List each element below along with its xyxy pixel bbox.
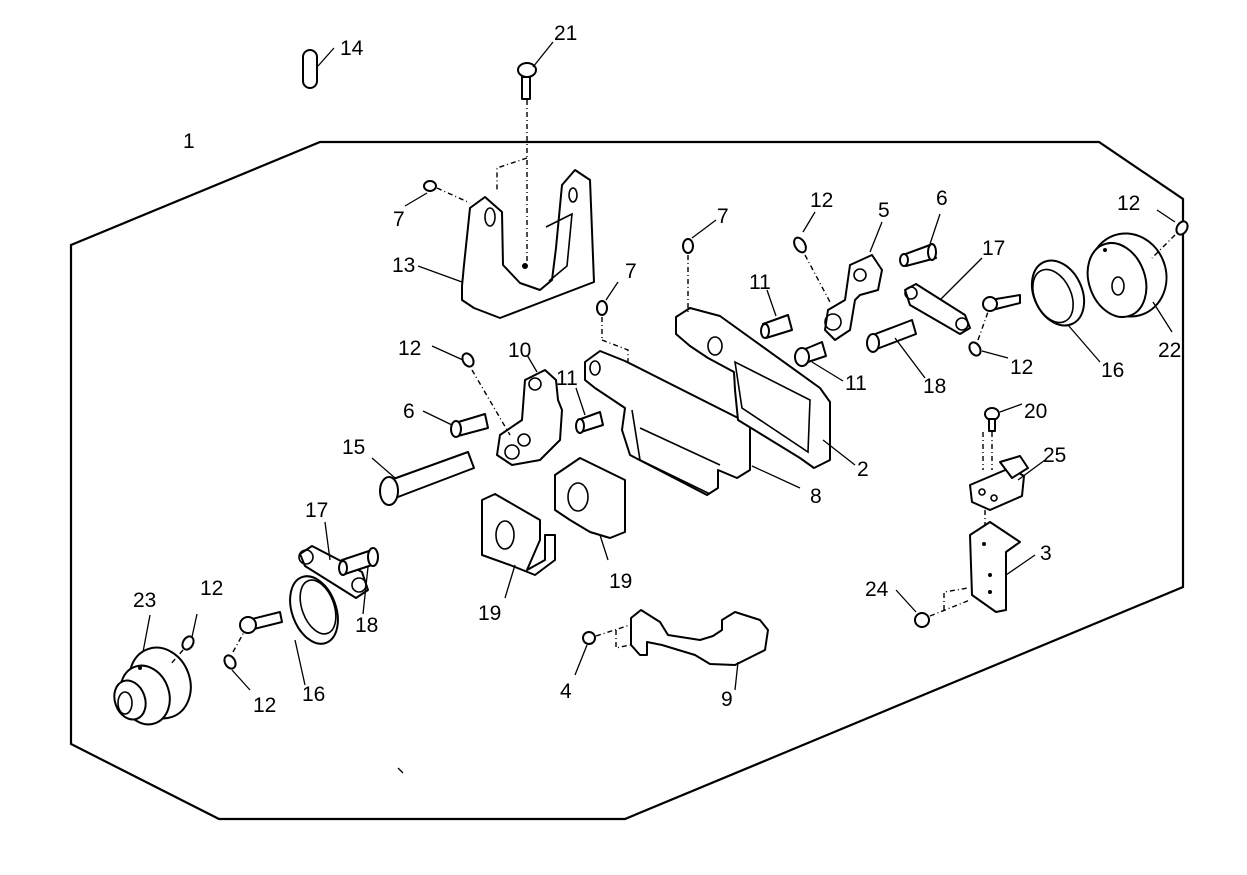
label-1: 1 (183, 130, 195, 153)
part-16-eccentric-ring-left (223, 575, 339, 691)
label-14: 14 (340, 37, 364, 60)
label-22: 22 (1158, 339, 1181, 362)
label-16-left: 16 (302, 683, 325, 706)
part-18-pin-right (866, 319, 926, 379)
part-17-link-right (904, 257, 983, 335)
part-20-screw (982, 403, 1023, 470)
part-8-front-bracket-frame (584, 281, 801, 496)
part-16-eccentric-ring-right (968, 259, 1101, 363)
label-4: 4 (560, 680, 572, 703)
part-23-eccentric-cam (113, 613, 198, 726)
label-15: 15 (342, 436, 365, 459)
part-9-guide-arm (630, 609, 769, 691)
part-labels: 1 2 3 4 5 6 6 7 7 7 8 9 10 11 11 11 12 1… (133, 22, 1181, 717)
label-11-left: 11 (556, 367, 578, 390)
label-3: 3 (1040, 542, 1052, 565)
label-12-ring-left: 12 (253, 694, 276, 717)
label-7-front: 7 (625, 260, 637, 283)
label-19-right: 19 (609, 570, 632, 593)
part-5-crank-block (793, 211, 883, 341)
label-11-right: 11 (845, 372, 867, 395)
label-12-crank-right: 12 (810, 189, 833, 212)
label-12-cam-right: 12 (1117, 192, 1140, 215)
label-13: 13 (392, 254, 415, 277)
part-18-pin-left (338, 547, 379, 615)
part-24-screw (895, 587, 971, 628)
label-7-rear: 7 (717, 205, 729, 228)
part-2-rear-bracket-frame (675, 219, 856, 469)
label-9: 9 (721, 688, 733, 711)
label-7-base: 7 (393, 208, 405, 231)
label-17-left: 17 (305, 499, 328, 522)
part-25-clamp-block (969, 455, 1046, 530)
part-13-support-base (404, 169, 595, 319)
part-19-slide-block-left (481, 493, 556, 599)
label-8: 8 (810, 485, 822, 508)
label-17-right: 17 (982, 237, 1005, 260)
label-23: 23 (133, 589, 156, 612)
part-19-slide-block-right (554, 457, 626, 561)
label-11-top: 11 (749, 271, 771, 294)
label-21: 21 (554, 22, 577, 45)
part-6-pin-right (899, 213, 941, 267)
label-18-left: 18 (355, 614, 378, 637)
label-12-cam-left: 12 (200, 577, 223, 600)
part-3-l-bracket (969, 521, 1036, 613)
assembly-outline (69, 140, 1185, 821)
part-22-eccentric-cam (1086, 209, 1189, 333)
label-12-ring-right: 12 (1010, 356, 1033, 379)
label-16-right: 16 (1101, 359, 1124, 382)
part-21-screw (496, 41, 554, 262)
label-6-left: 6 (403, 400, 415, 423)
label-19-left: 19 (478, 602, 501, 625)
part-15-shaft (371, 451, 475, 506)
stray-mark (397, 767, 404, 774)
part-10-crank-block (431, 345, 563, 466)
part-6-pin-left (422, 410, 489, 438)
label-24: 24 (865, 578, 889, 601)
label-2: 2 (857, 458, 869, 481)
label-10: 10 (508, 339, 531, 362)
part-14-dowel-pin (302, 47, 335, 89)
label-18-right: 18 (923, 375, 946, 398)
part-11-pins (575, 289, 844, 434)
label-25: 25 (1043, 444, 1066, 467)
label-12-crank-left: 12 (398, 337, 421, 360)
part-4-screw (574, 624, 631, 676)
label-20: 20 (1024, 400, 1047, 423)
label-5: 5 (878, 199, 890, 222)
label-6-right: 6 (936, 187, 948, 210)
